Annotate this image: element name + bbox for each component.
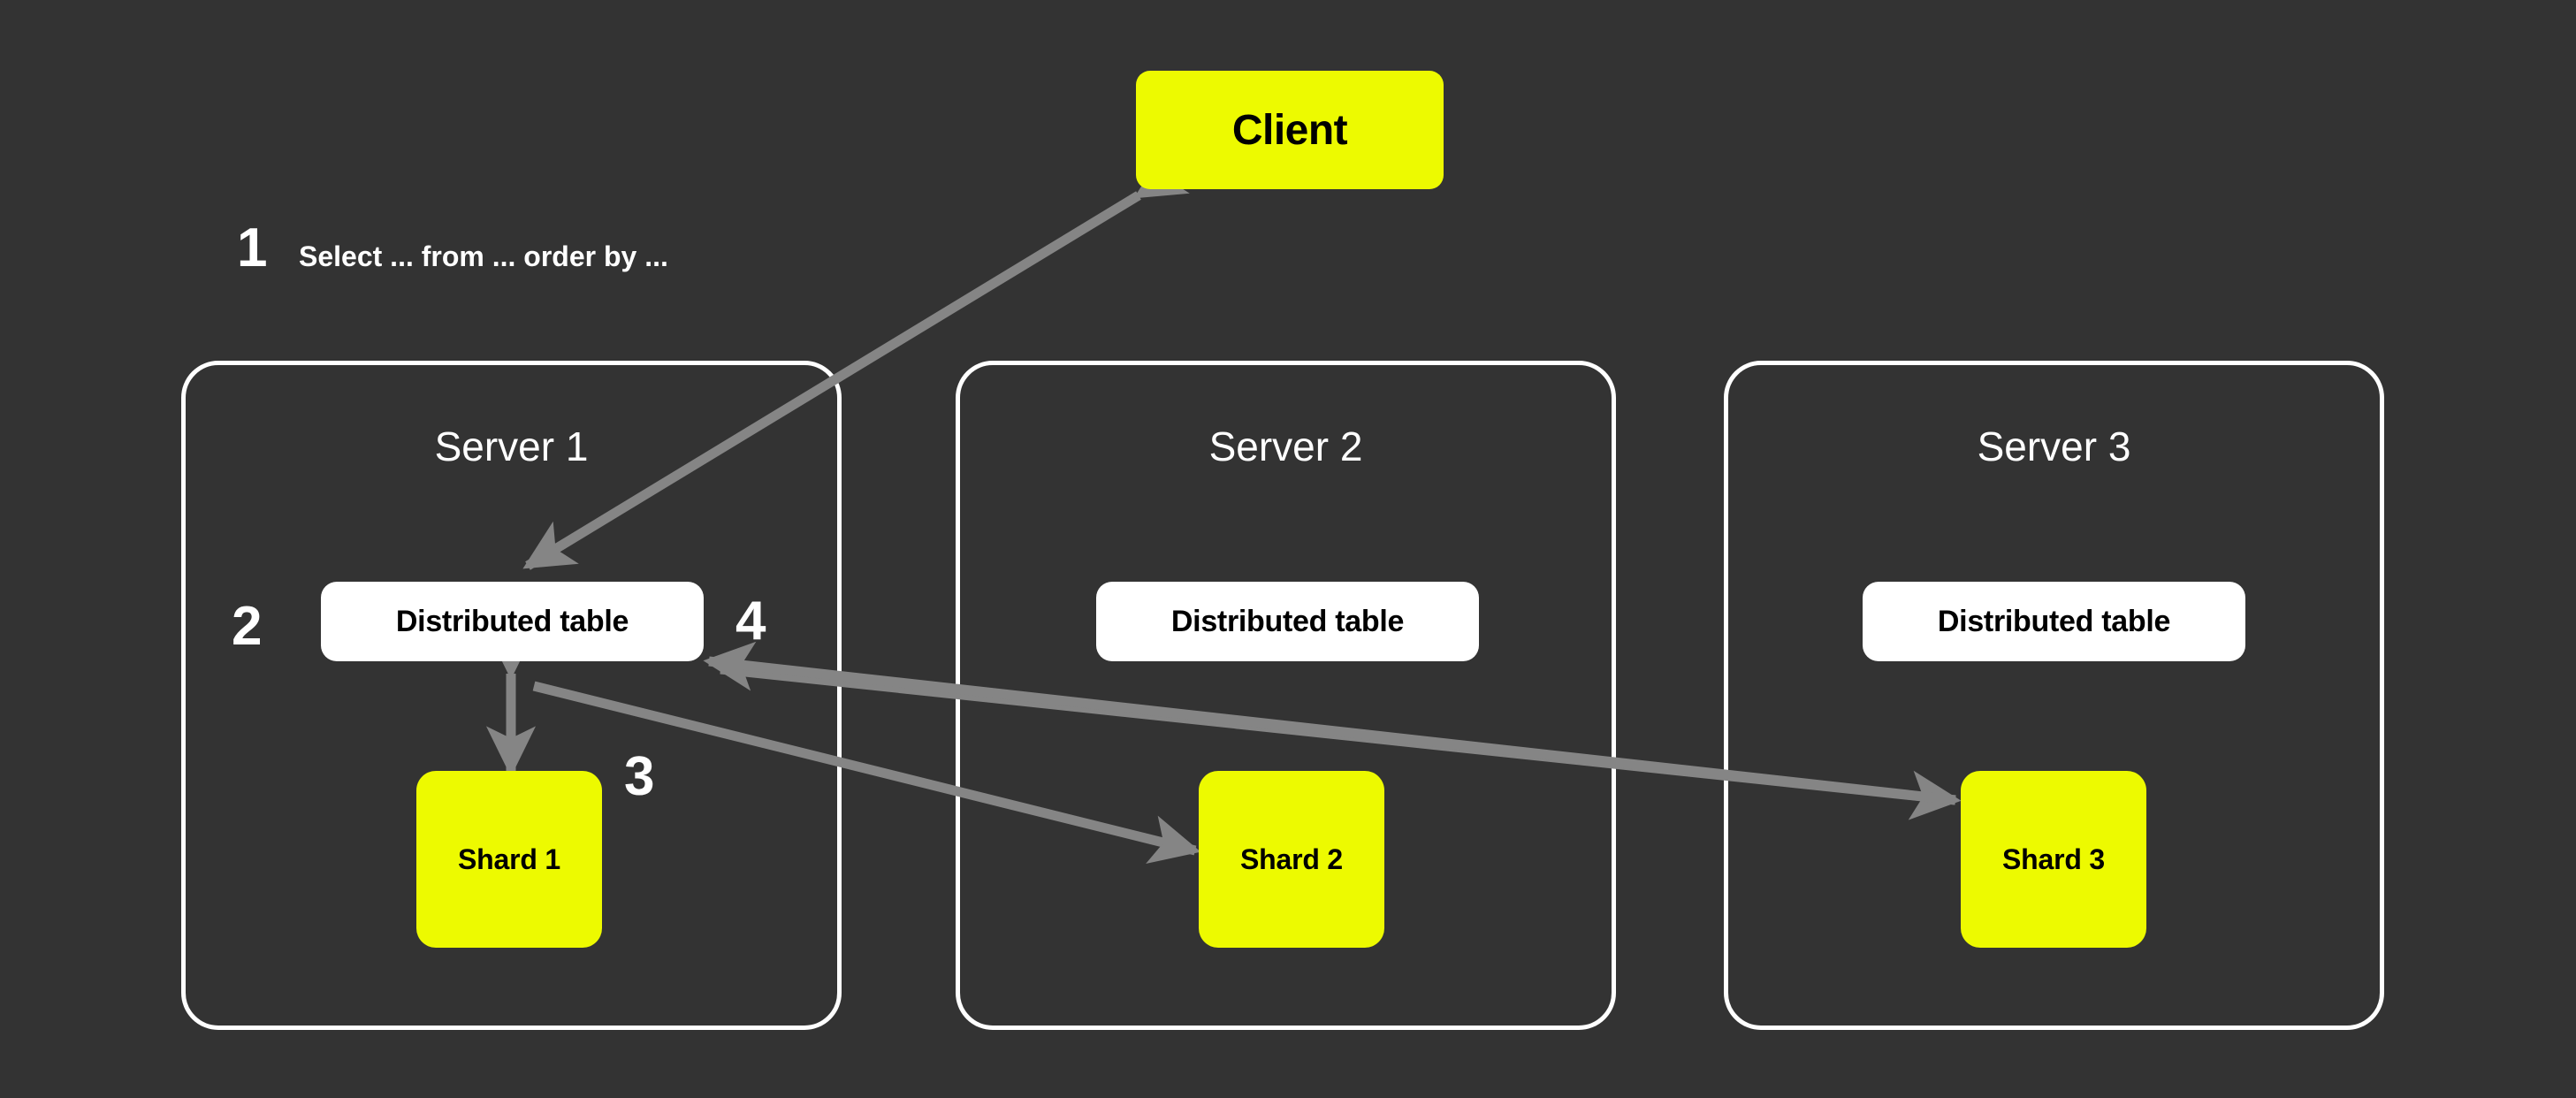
query-text: Select ... from ... order by ... <box>299 240 668 272</box>
distributed-table-label-2: Distributed table <box>1170 604 1405 638</box>
step-number-4: 4 <box>735 591 766 652</box>
server-title-3: Server 3 <box>1977 423 2131 469</box>
shard-box-3[interactable]: Shard 3 <box>1961 771 2146 948</box>
client-label: Client <box>1231 106 1348 154</box>
shard-box-2[interactable]: Shard 2 <box>1199 771 1384 948</box>
shard-label-3: Shard 3 <box>2002 843 2105 875</box>
distributed-table-server-2[interactable]: Distributed table <box>1096 582 1479 661</box>
step-number-2: 2 <box>232 596 263 657</box>
client-box[interactable]: Client <box>1136 71 1444 189</box>
distributed-table-label-1: Distributed table <box>395 604 629 638</box>
step-number-3: 3 <box>624 746 655 807</box>
server-title-2: Server 2 <box>1208 423 1363 469</box>
server-title-1: Server 1 <box>434 423 589 469</box>
step-number-1: 1 <box>237 217 268 278</box>
shard-label-1: Shard 1 <box>458 843 560 875</box>
shard-label-2: Shard 2 <box>1240 843 1343 875</box>
shard-box-1[interactable]: Shard 1 <box>416 771 602 948</box>
distributed-table-server-1[interactable]: Distributed table <box>321 582 704 661</box>
distributed-table-label-3: Distributed table <box>1937 604 2171 638</box>
distributed-table-server-3[interactable]: Distributed table <box>1863 582 2245 661</box>
